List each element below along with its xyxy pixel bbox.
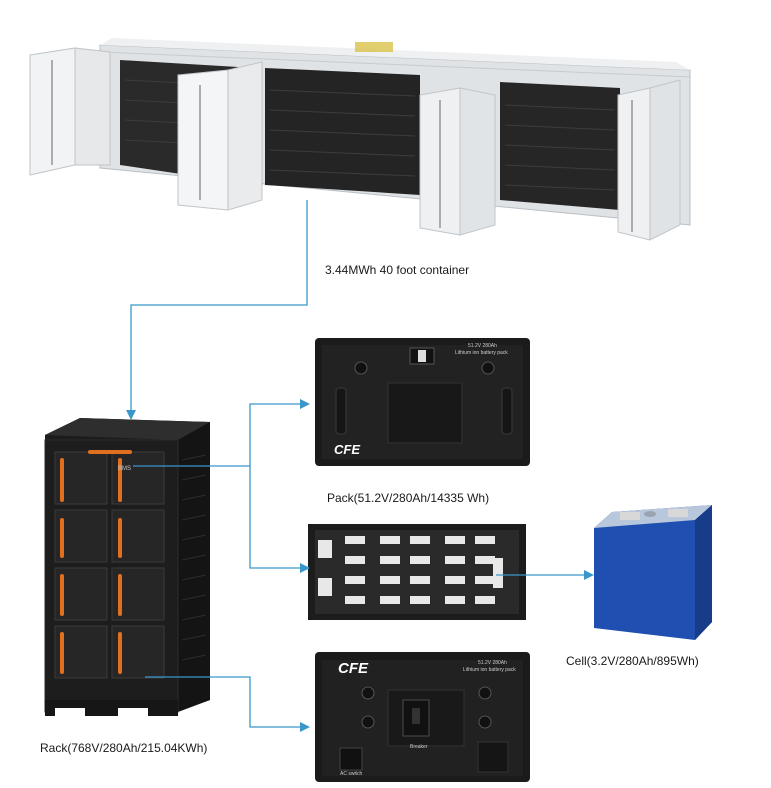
rack-caption: Rack(768V/280Ah/215.04KWh): [40, 741, 208, 755]
cell-illustration: [594, 505, 712, 640]
pack-panel-text-2: Lithium ion battery pack: [455, 350, 508, 356]
container-caption: 3.44MWh 40 foot container: [325, 263, 470, 277]
pack-caption: Pack(51.2V/280Ah/14335 Wh): [327, 491, 490, 505]
pack-panel-text-1: 51.2V 280Ah: [468, 343, 497, 349]
flow-arrows: [130, 200, 585, 728]
bms-pack-illustration: [315, 652, 530, 782]
cell-caption: Cell(3.2V/280Ah/895Wh): [566, 654, 699, 668]
rack-illustration: [44, 418, 210, 718]
pack-illustration: [315, 338, 530, 466]
bms-pack-panel-text-2: Lithium ion battery pack: [463, 667, 516, 673]
bms-tag: BMS: [118, 466, 132, 472]
bms-pack-panel-text-1: 51.2V 280Ah: [478, 660, 507, 666]
arrow-heads: [126, 399, 594, 732]
bms-pack-logo: CFE: [338, 660, 368, 677]
breaker-label: Breaker: [410, 744, 428, 750]
ac-switch-label: AC switch: [340, 771, 363, 777]
pack-internal-illustration: [308, 524, 526, 620]
pack-logo: CFE: [334, 442, 360, 457]
